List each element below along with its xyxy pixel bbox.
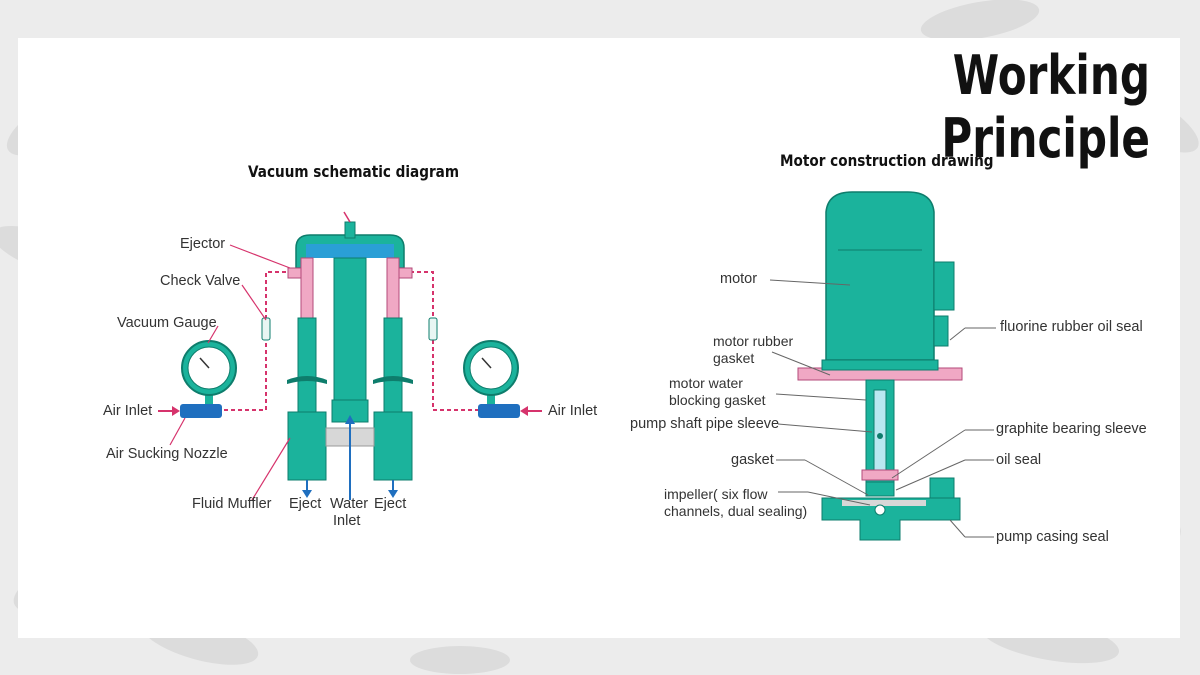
content-panel <box>18 38 1180 638</box>
label-motor-water-blocking-gasket: motor water blocking gasket <box>669 375 766 409</box>
label-fluid-muffler: Fluid Muffler <box>192 496 272 512</box>
check-valve-right <box>428 317 438 341</box>
fluid-muffler-right <box>373 411 413 481</box>
vacuum-gauge-right <box>463 340 519 408</box>
label-motor-rubber-gasket: motor rubber gasket <box>713 333 793 367</box>
label-air-sucking-nozzle: Air Sucking Nozzle <box>106 446 228 462</box>
label-air-inlet-left: Air Inlet <box>103 403 153 419</box>
label-motor-rubber-gasket-line2: gasket <box>713 350 755 366</box>
air-sucking-nozzle-right <box>478 404 520 418</box>
label-inlet: Inlet <box>333 513 361 529</box>
label-motor-water-blocking-line2: blocking gasket <box>669 392 766 408</box>
label-ejector: Ejector <box>180 236 226 252</box>
motor-body <box>825 191 935 361</box>
label-water: Water <box>330 496 369 512</box>
label-oil-seal: oil seal <box>996 452 1042 468</box>
label-pump-casing-seal: pump casing seal <box>996 529 1109 545</box>
label-vacuum-gauge: Vacuum Gauge <box>117 315 217 331</box>
label-fluorine-rubber-oil-seal: fluorine rubber oil seal <box>1000 319 1143 335</box>
air-sucking-nozzle-left <box>180 404 222 418</box>
label-pump-shaft-pipe-sleeve: pump shaft pipe sleeve <box>630 416 780 432</box>
page-title: Working Principle <box>941 44 1150 170</box>
label-motor-water-blocking-line1: motor water <box>669 375 743 391</box>
motor-drawing-title: Motor construction drawing <box>780 151 994 170</box>
label-impeller-line2: channels, dual sealing) <box>664 503 808 519</box>
pump-casing <box>821 497 961 541</box>
outlet-pipe <box>929 477 955 499</box>
label-gasket: gasket <box>731 452 774 468</box>
air-line-right <box>412 271 500 411</box>
label-eject-right: Eject <box>374 496 407 512</box>
check-valve-left <box>261 317 271 341</box>
label-motor-rubber-gasket-line1: motor rubber <box>713 333 794 349</box>
label-air-inlet-right: Air Inlet <box>548 403 598 419</box>
label-motor: motor <box>720 271 758 287</box>
label-impeller: impeller( six flow channels, dual sealin… <box>664 486 807 520</box>
label-check-valve: Check Valve <box>160 273 241 289</box>
label-impeller-line1: impeller( six flow <box>664 486 768 502</box>
manifold-channel <box>306 244 394 258</box>
label-eject-left: Eject <box>289 496 322 512</box>
air-line-left <box>210 271 288 411</box>
terminal-box <box>933 261 955 311</box>
label-graphite-bearing-sleeve: graphite bearing sleeve <box>996 421 1147 437</box>
vacuum-diagram-title: Vacuum schematic diagram <box>248 162 460 181</box>
vacuum-gauge-left <box>181 340 237 408</box>
